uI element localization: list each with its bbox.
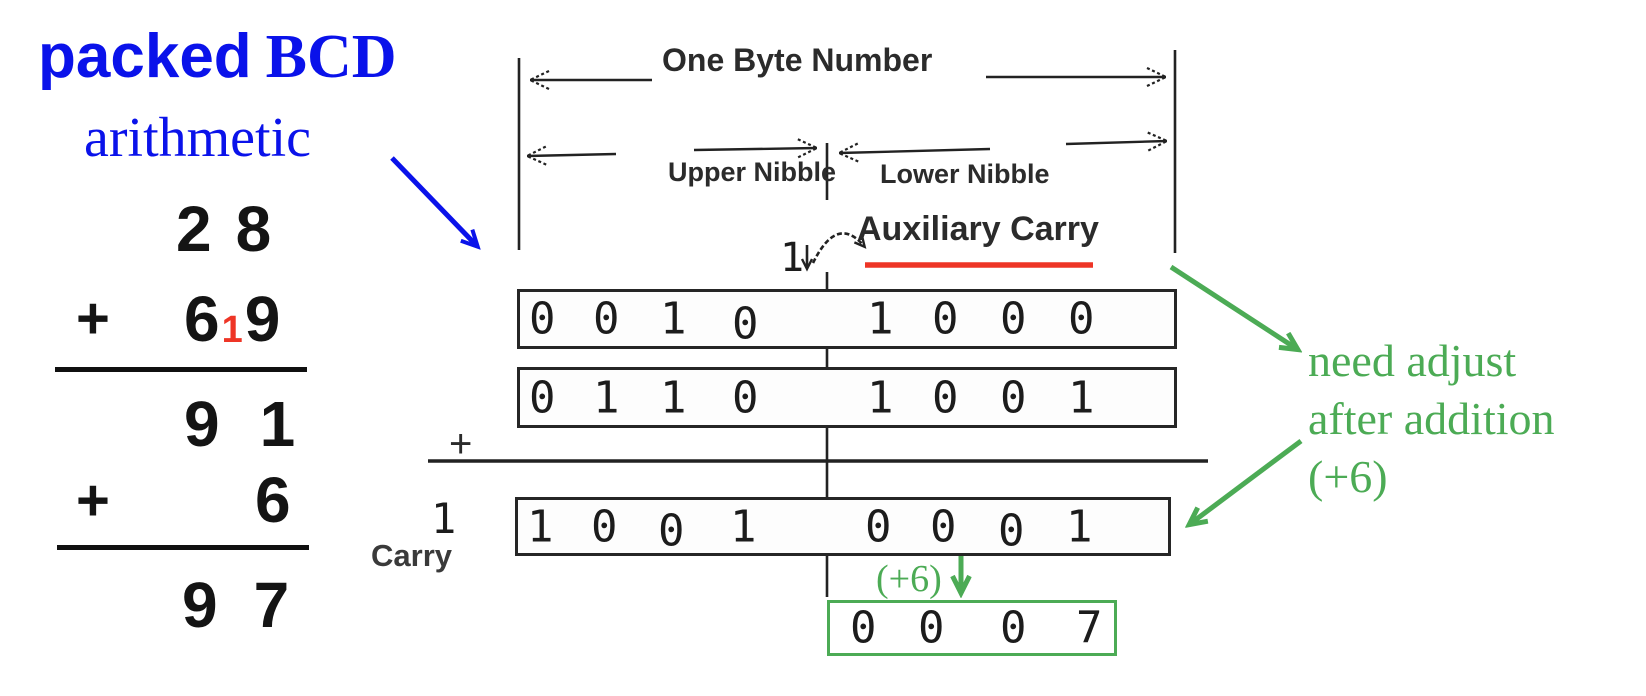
bit: 1 bbox=[593, 372, 620, 423]
bit: 1 bbox=[660, 293, 687, 345]
bit: 0 bbox=[1000, 293, 1027, 345]
upper-nibble-label: Upper Nibble bbox=[668, 157, 837, 187]
lower-nibble-left-arrow bbox=[839, 149, 991, 153]
bit: 0 bbox=[918, 602, 945, 654]
digit: 1 bbox=[259, 388, 296, 460]
bit: 0 bbox=[1000, 372, 1027, 423]
bit: 0 bbox=[930, 501, 957, 552]
bit: 1 bbox=[660, 372, 687, 423]
aux-carry-value: 1 bbox=[780, 235, 805, 281]
adjust-to-result-arrow bbox=[1190, 438, 1303, 524]
bit: 0 bbox=[591, 501, 618, 552]
bit: 0 bbox=[593, 293, 620, 345]
bit: 0 bbox=[732, 372, 759, 423]
lower-nibble-right-arrow bbox=[1065, 141, 1167, 144]
bit: 1 bbox=[527, 501, 554, 552]
bit: 0 bbox=[1068, 293, 1095, 345]
decimal-rule-2 bbox=[57, 545, 309, 550]
adjust-annotation: need adjust after addition (+6) bbox=[1308, 332, 1555, 506]
binary-row-result: 1 0 0 1 0 0 0 1 bbox=[515, 497, 1171, 556]
title-word-packed: packed bbox=[38, 22, 252, 91]
decimal-rule-1 bbox=[55, 367, 307, 372]
decimal-operand-28: 2 8 bbox=[176, 197, 271, 261]
decimal-sum-91: 9 1 bbox=[184, 392, 295, 456]
red-carry-digit: 1 bbox=[221, 309, 243, 351]
digit: 7 bbox=[253, 569, 290, 641]
bit: 0 bbox=[850, 602, 877, 654]
plus-sign-blue: + bbox=[76, 468, 110, 533]
decimal-result-97: 9 7 bbox=[182, 573, 289, 637]
bit: 0 bbox=[732, 298, 759, 350]
plus-sign-black: + bbox=[76, 286, 110, 351]
lower-nibble-label: Lower Nibble bbox=[880, 159, 1050, 189]
bit: 0 bbox=[998, 505, 1025, 557]
upper-nibble-left-arrow bbox=[527, 154, 617, 156]
carry-out-value: 1 bbox=[431, 494, 457, 543]
annotation-line-3: (+6) bbox=[1308, 451, 1388, 502]
annotation-line-2: after addition bbox=[1308, 393, 1555, 444]
bit: 7 bbox=[1076, 602, 1103, 654]
page-subtitle: arithmetic bbox=[84, 107, 312, 169]
adjusted-result-box: 0 0 0 7 bbox=[827, 600, 1117, 656]
adjust-digit-6: 6 bbox=[255, 464, 291, 536]
carry-label: Carry bbox=[371, 538, 452, 573]
bit: 0 bbox=[932, 372, 959, 423]
binary-row-operand-1: 0 0 1 0 1 0 0 0 bbox=[517, 289, 1177, 350]
bit: 1 bbox=[1068, 372, 1095, 423]
bit: 0 bbox=[529, 372, 556, 423]
headline-pointer-arrow bbox=[390, 156, 477, 246]
bit: 1 bbox=[867, 293, 894, 345]
auxiliary-carry-label: Auxiliary Carry bbox=[857, 210, 1099, 248]
one-byte-number-label: One Byte Number bbox=[662, 42, 933, 78]
digit: 9 bbox=[184, 388, 220, 460]
decimal-operand-69: 6 1 9 bbox=[184, 287, 280, 351]
annotation-line-1: need adjust bbox=[1308, 335, 1517, 386]
plus6-inline-label: (+6) bbox=[876, 558, 942, 600]
bit: 0 bbox=[865, 501, 892, 552]
digit: 8 bbox=[235, 193, 272, 265]
bit: 0 bbox=[529, 293, 556, 345]
bit: 1 bbox=[867, 372, 894, 423]
bit: 1 bbox=[1066, 501, 1093, 552]
title-word-bcd: BCD bbox=[265, 23, 397, 91]
upper-nibble-right-arrow bbox=[693, 148, 817, 150]
digit: 6 bbox=[184, 283, 220, 355]
bit: 0 bbox=[932, 293, 959, 345]
digit: 2 bbox=[176, 193, 212, 265]
bit: 0 bbox=[1000, 602, 1027, 654]
bit: 1 bbox=[730, 501, 757, 552]
binary-plus-sign: + bbox=[449, 422, 473, 466]
digit: 9 bbox=[182, 569, 218, 641]
digit: 9 bbox=[244, 283, 281, 355]
binary-row-operand-2: 0 1 1 0 1 0 0 1 bbox=[517, 367, 1177, 428]
bit: 0 bbox=[658, 505, 685, 557]
need-adjust-arrow bbox=[1169, 264, 1297, 349]
